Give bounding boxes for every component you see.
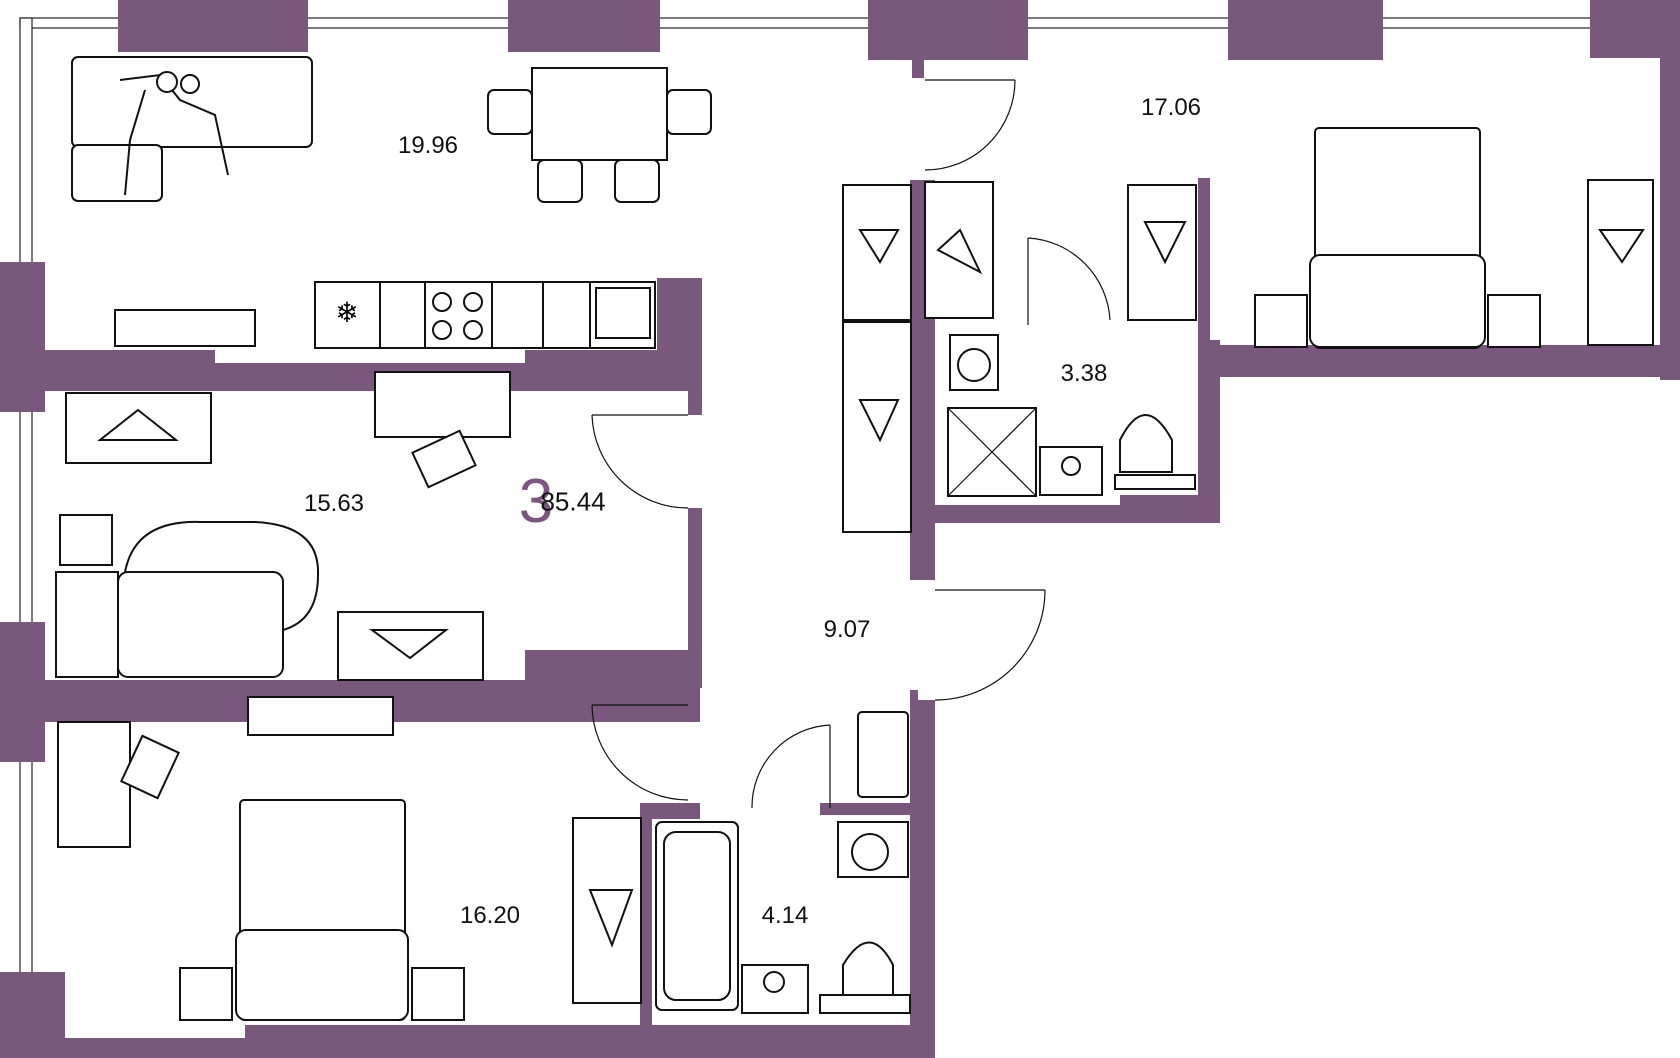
- windows: [19, 17, 1641, 976]
- total-area: 85.44: [540, 486, 606, 517]
- room-area-bedroom-northeast: 17.06: [1140, 94, 1202, 121]
- shower-bathroom-fixtures: [947, 334, 1196, 497]
- room-area-hallway: 9.07: [823, 616, 871, 643]
- room-area-bedroom-middle: 15.63: [303, 490, 365, 517]
- lower-bedroom-furniture: [57, 696, 642, 1021]
- middle-bedroom-furniture: [55, 371, 511, 681]
- doors: [591, 79, 1111, 809]
- svg-text:❄: ❄: [335, 296, 358, 329]
- tub-bathroom-fixtures: [655, 821, 911, 1014]
- living-furniture: ❄: [71, 56, 712, 349]
- room-area-bathroom-shower: 3.38: [1060, 360, 1108, 387]
- room-area-bathroom-tub: 4.14: [761, 902, 809, 929]
- room-area-living-kitchen: 19.96: [397, 132, 459, 159]
- rooms-count: 3: [518, 467, 554, 536]
- wardrobes: [842, 179, 1654, 798]
- room-area-bedroom-southwest: 16.20: [459, 902, 521, 929]
- northeast-bedroom-furniture: [1254, 127, 1541, 349]
